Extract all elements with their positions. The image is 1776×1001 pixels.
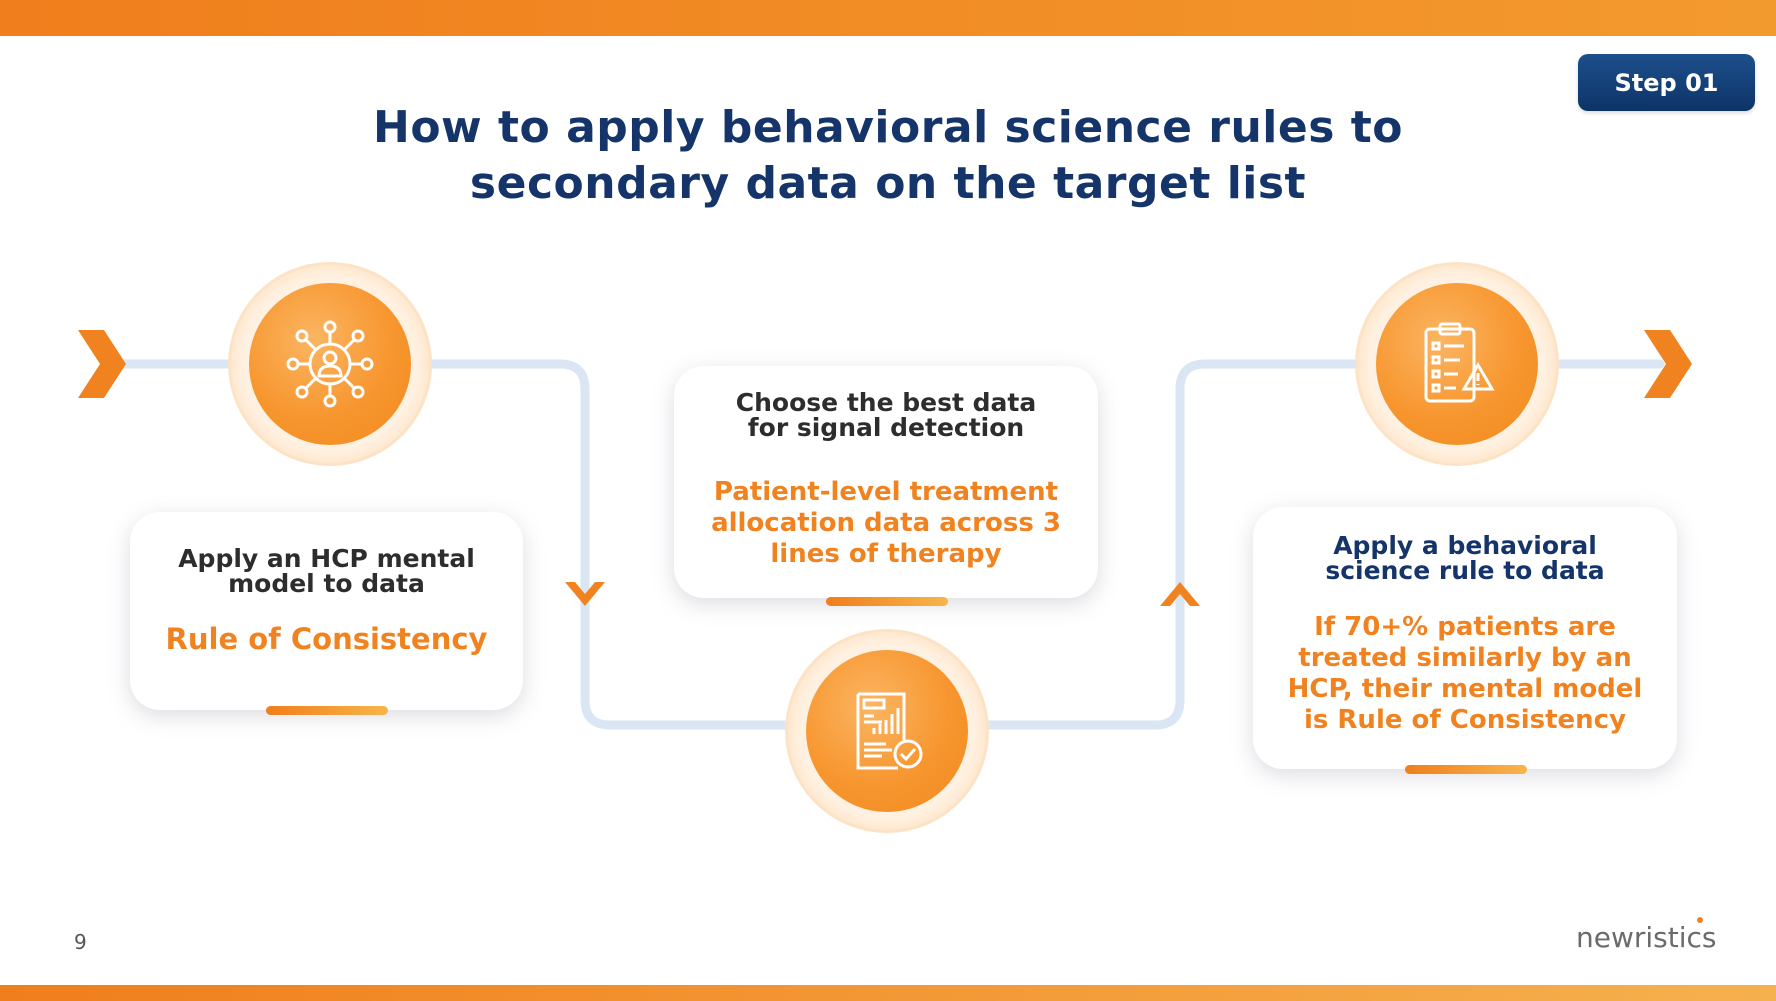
step-badge: Step 01	[1578, 54, 1755, 111]
step1-heading-line-1: Apply an HCP mental	[178, 544, 475, 573]
step3-body-line-3: HCP, their mental model	[1287, 674, 1643, 704]
step1-body: Rule of Consistency	[130, 624, 523, 655]
bottom-accent-bar	[0, 985, 1776, 1001]
step2-body-line-2: allocation data across 3	[711, 508, 1061, 538]
logo-dot	[1697, 917, 1703, 923]
title-line-2: secondary data on the target list	[469, 158, 1307, 209]
step2-body: Patient-level treatment allocation data …	[674, 477, 1098, 570]
network-person-icon	[286, 320, 374, 408]
step2-heading-line-1: Choose the best data	[735, 388, 1037, 417]
end-chevron-icon	[1644, 330, 1692, 398]
down-chevron-icon	[565, 582, 605, 606]
step3-body-line-4: is Rule of Consistency	[1303, 705, 1627, 735]
checklist-alert-icon	[1424, 322, 1495, 403]
newristics-logo: newristics	[1576, 917, 1717, 954]
step1-accent-bar	[266, 706, 388, 715]
page-number: 9	[74, 930, 87, 954]
top-accent-bar	[0, 0, 1776, 36]
title-line-1: How to apply behavioral science rules to	[373, 102, 1403, 153]
step3-card: Apply a behavioral science rule to data …	[1253, 507, 1677, 774]
step3-body-line-1: If 70+% patients are	[1314, 612, 1616, 642]
up-chevron-icon	[1160, 582, 1200, 606]
step1-icon-circle	[228, 262, 432, 466]
step3-body: If 70+% patients are treated similarly b…	[1253, 612, 1677, 736]
step3-icon-circle	[1355, 262, 1559, 466]
step2-body-line-3: lines of therapy	[770, 539, 1002, 569]
logo-text: newristics	[1576, 921, 1717, 954]
start-chevron-icon	[78, 330, 126, 398]
step3-body-line-2: treated similarly by an	[1298, 643, 1632, 673]
step2-heading: Choose the best data for signal detectio…	[674, 390, 1098, 440]
step3-heading: Apply a behavioral science rule to data	[1253, 533, 1677, 583]
step1-heading-line-2: model to data	[228, 569, 425, 598]
step1-heading: Apply an HCP mental model to data	[130, 546, 523, 596]
step3-accent-bar	[1405, 765, 1527, 774]
step2-heading-line-2: for signal detection	[747, 413, 1025, 442]
step2-accent-bar	[826, 597, 948, 606]
step2-icon-circle	[785, 629, 989, 833]
report-check-icon	[856, 692, 923, 770]
step3-heading-line-1: Apply a behavioral	[1333, 531, 1597, 560]
step1-body-line-1: Rule of Consistency	[165, 622, 488, 656]
step1-card: Apply an HCP mental model to data Rule o…	[130, 512, 523, 715]
step3-heading-line-2: science rule to data	[1325, 556, 1605, 585]
step2-body-line-1: Patient-level treatment	[713, 477, 1059, 507]
slide-title: How to apply behavioral science rules to…	[300, 100, 1476, 212]
step2-card: Choose the best data for signal detectio…	[674, 366, 1098, 606]
